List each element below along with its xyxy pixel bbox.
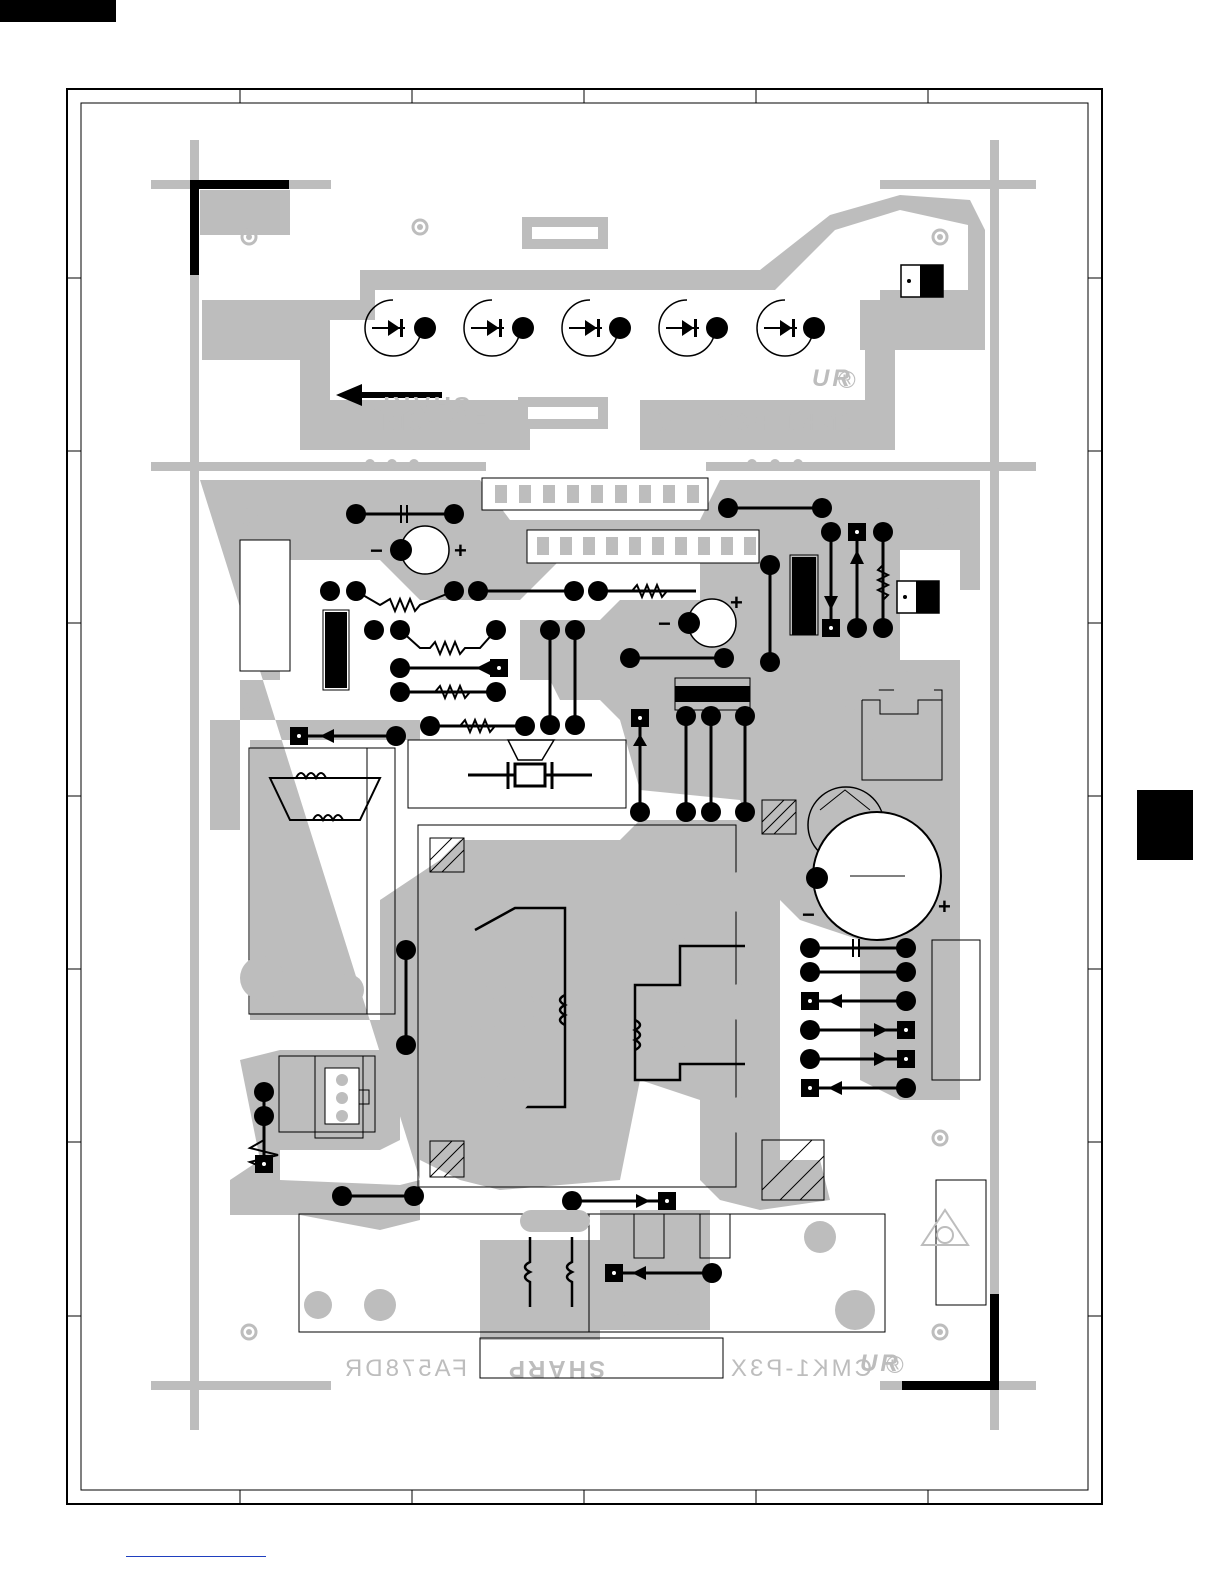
cap1-plus: +: [454, 538, 467, 563]
top-registered-mark: ®: [838, 367, 859, 394]
cap2-minus: −: [658, 611, 671, 636]
top-model-label: FA578DR: [365, 409, 490, 436]
led-3: [562, 300, 631, 356]
crystal-oscillator: [468, 740, 592, 789]
top-board-id-label: CMK1-P3X: [714, 409, 858, 436]
bottom-model-label: FA578DR: [342, 1355, 467, 1382]
led-row: [365, 300, 825, 356]
led-1: [365, 300, 436, 356]
pin-header-upper: [482, 478, 708, 510]
bottom-board-id-label: CMK1-P3X: [728, 1355, 872, 1382]
cap1-minus: −: [370, 538, 383, 563]
bottom-registered-mark: ®: [886, 1352, 907, 1379]
silkscreen-bottom: FA578DR SHARP CMK1-P3X UR ®: [342, 1338, 907, 1382]
led-connector: [901, 265, 943, 297]
cap2-plus: +: [730, 590, 743, 615]
led-2: [464, 300, 534, 356]
cap-large-minus: −: [802, 902, 815, 927]
pin-header-lower: [527, 530, 759, 563]
cap-large-plus: +: [938, 894, 951, 919]
resistor-3: [400, 630, 496, 654]
led-4: [659, 300, 728, 356]
led-5: [757, 300, 825, 356]
voltage-regulator: [897, 581, 939, 613]
